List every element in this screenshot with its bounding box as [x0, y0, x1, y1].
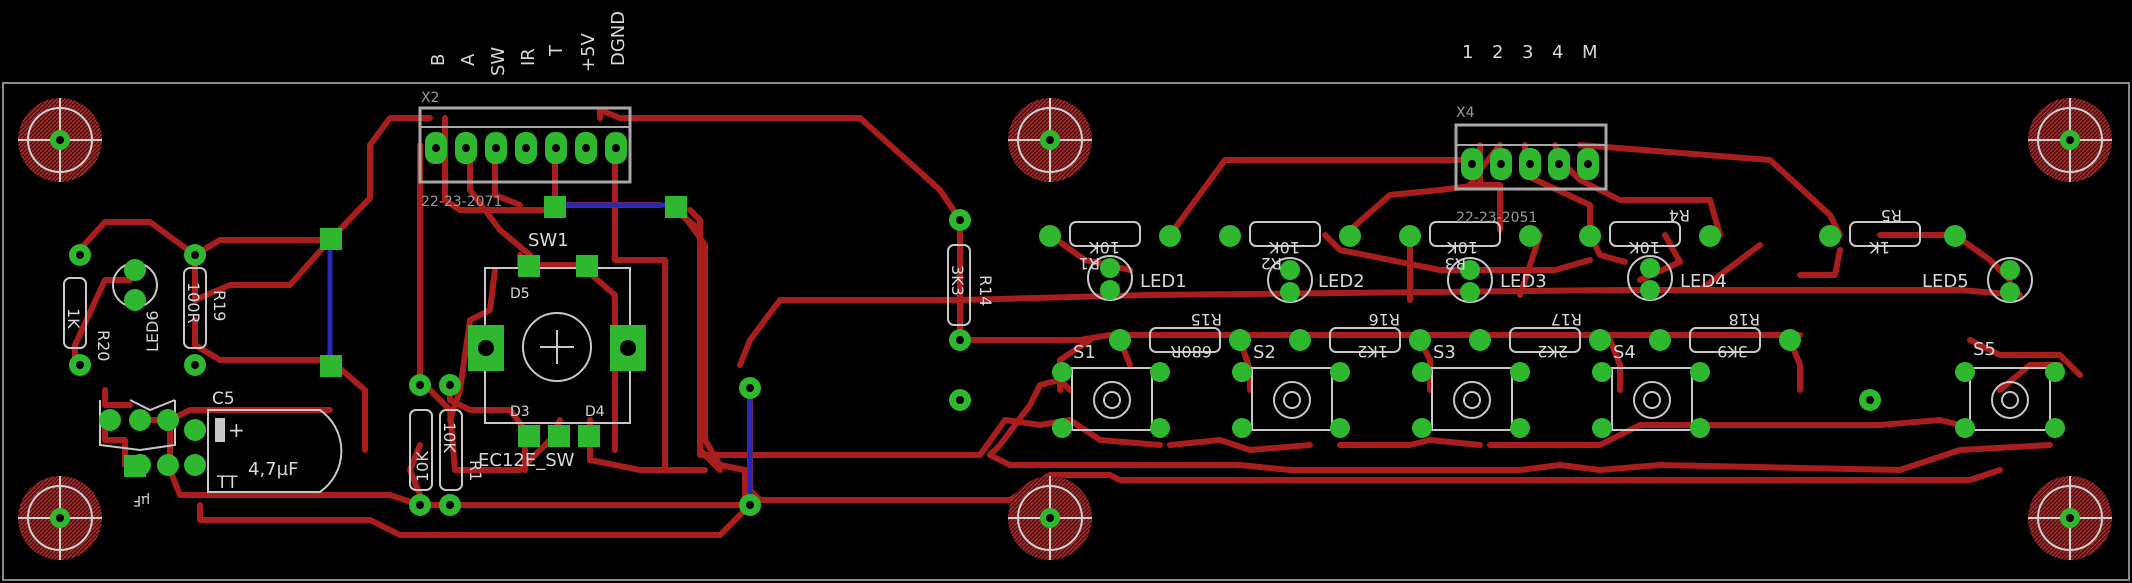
capacitor-type: TT — [216, 473, 238, 493]
r15-name: R15 — [1191, 310, 1222, 329]
capacitor-name: C5 — [212, 389, 235, 409]
r4-name: R4 — [1669, 206, 1690, 225]
rb-value: 10K — [440, 422, 459, 453]
r3-value: 10K — [1447, 238, 1478, 257]
encoder-part: EC12E_SW — [478, 450, 575, 471]
led3-label: LED3 — [1500, 271, 1547, 292]
led-labels: LED1 LED2 LED3 LED4 LED5 LED6 — [143, 271, 1969, 352]
encoder-pad-d3: D3 — [510, 404, 530, 420]
encoder-name: SW1 — [528, 230, 569, 251]
r3-name: R3 — [1445, 254, 1466, 273]
pin-label-3: 3 — [1522, 42, 1533, 63]
rb-name: R1 — [466, 460, 485, 481]
switch-labels: S1 S2 S3 S4 S5 — [1073, 339, 1996, 363]
pin-label-5v: +5V — [578, 32, 599, 72]
r16-value: 1K2 — [1357, 342, 1388, 361]
mounting-hole — [1008, 476, 1092, 560]
pin-label-1: 1 — [1462, 42, 1473, 63]
x4-name: X4 — [1456, 105, 1475, 121]
capacitor-value: 4,7µF — [248, 459, 298, 480]
ra-value: 10K — [413, 451, 432, 482]
mounting-hole — [2028, 476, 2112, 560]
led5-label: LED5 — [1922, 271, 1969, 292]
mounting-hole — [2028, 98, 2112, 182]
resistor-labels: 10K R1 10K R2 10K R3 10K R4 1K R5 680R R… — [64, 206, 1902, 482]
r2-value: 10K — [1269, 238, 1300, 257]
s3-label: S3 — [1433, 342, 1456, 363]
r5-value: 1K — [1869, 238, 1890, 257]
mounting-hole — [18, 98, 102, 182]
pin-label-ir: IR — [518, 48, 539, 66]
r1-value: 10K — [1089, 238, 1120, 257]
pin-label-t: T — [546, 44, 567, 57]
s2-label: S2 — [1253, 342, 1276, 363]
capacitor-extra: µF — [133, 492, 150, 508]
r18-name: R18 — [1729, 310, 1760, 329]
pin-label-dgnd: DGND — [608, 11, 629, 66]
r18-value: 3K9 — [1717, 342, 1748, 361]
r2-name: R2 — [1261, 254, 1282, 273]
s4-label: S4 — [1613, 342, 1636, 363]
bottom-traces — [327, 202, 753, 505]
r17-name: R17 — [1551, 310, 1582, 329]
r17-value: 2K2 — [1537, 342, 1568, 361]
x4-pin-labels: 1 2 3 4 M — [1462, 42, 1598, 63]
pin-label-m: M — [1582, 42, 1598, 63]
x4-part: 22-23-2051 — [1456, 210, 1537, 226]
pin-label-2: 2 — [1492, 42, 1503, 63]
copper-traces — [72, 107, 2083, 538]
r19-name: R19 — [210, 290, 229, 321]
x2-name: X2 — [421, 90, 440, 106]
r16-name: R16 — [1369, 310, 1400, 329]
switch-centers — [1093, 381, 2029, 419]
r14-name: R14 — [976, 275, 995, 306]
s1-label: S1 — [1073, 342, 1096, 363]
r1-name: R1 — [1079, 254, 1100, 273]
x2-part: 22-23-2071 — [421, 194, 502, 210]
mounting-hole — [1008, 98, 1092, 182]
r20-value: 1K — [64, 308, 83, 329]
r5-name: R5 — [1881, 206, 1902, 225]
led2-label: LED2 — [1318, 271, 1365, 292]
pin-label-4: 4 — [1552, 42, 1563, 63]
mounting-hole — [18, 476, 102, 560]
pin-label-sw: SW — [488, 47, 509, 76]
pin-label-a: A — [458, 53, 479, 66]
r14-value: 3K3 — [948, 265, 967, 296]
r15-value: 680R — [1170, 342, 1212, 361]
pin-label-b: B — [428, 54, 449, 66]
led6-label: LED6 — [143, 310, 162, 352]
silkscreen-outlines — [63, 106, 2051, 493]
pad-drills — [76, 144, 1874, 509]
mounting-holes — [18, 98, 2112, 560]
led1-label: LED1 — [1140, 271, 1187, 292]
svg-text:+: + — [228, 418, 245, 442]
r19-value: 100R — [184, 282, 203, 324]
led4-label: LED4 — [1680, 271, 1727, 292]
r20-name: R20 — [94, 330, 113, 361]
s5-label: S5 — [1973, 339, 1996, 360]
r4-value: 10K — [1629, 238, 1660, 257]
encoder-pad-d4: D4 — [585, 404, 605, 420]
x2-pin-labels: B A SW IR T +5V DGND — [428, 11, 629, 76]
encoder-pad-d5: D5 — [510, 286, 530, 302]
board-outline — [2, 82, 2130, 581]
